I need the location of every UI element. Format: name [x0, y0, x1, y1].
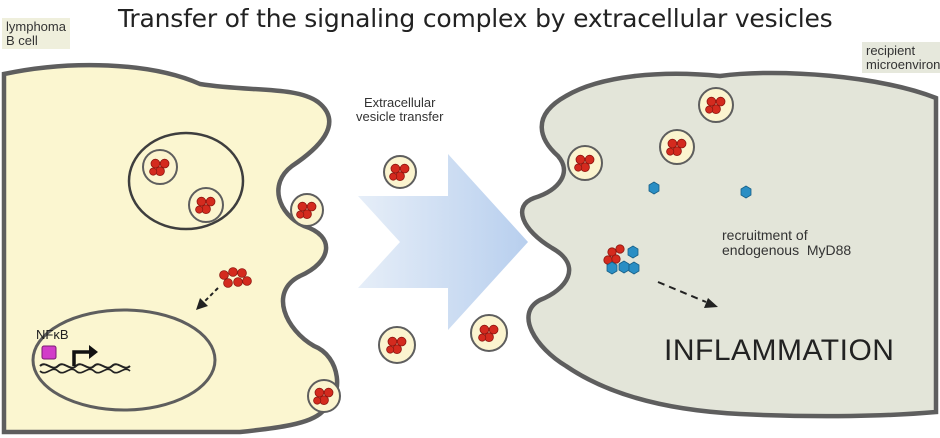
myd88-to-inflammation-arrowhead — [704, 298, 718, 308]
recipient-cell-label: recipientmicroenvironment — [862, 42, 940, 74]
vesicle-icon — [383, 155, 417, 189]
signaling-complex-icon — [219, 267, 252, 288]
transfer-arrow — [358, 154, 528, 330]
myd88-icon — [648, 181, 752, 199]
vesicle-icon — [659, 129, 695, 165]
vesicle-icon — [567, 145, 603, 181]
vesicle-icon — [307, 379, 341, 413]
transcription-arrow-icon — [72, 350, 90, 366]
nfkb-protein-icon — [41, 345, 57, 360]
inflammation-label: INFLAMMATION — [664, 334, 895, 367]
recipient-cell — [519, 70, 939, 419]
vesicle-icon — [290, 193, 324, 227]
vesicle-icon — [378, 326, 416, 364]
vesicle-icon — [698, 87, 734, 123]
dna-icon — [39, 363, 131, 369]
myd88-icon — [606, 245, 640, 275]
vesicle-icon — [142, 149, 178, 185]
vesicles — [142, 87, 734, 413]
dna-icon-strand-2 — [39, 368, 131, 374]
complex-to-nucleus-arrowhead — [196, 298, 208, 310]
vesicle-icon — [188, 187, 224, 223]
transcription-arrow-head — [89, 345, 98, 359]
nfkb-label: NFκB — [36, 327, 69, 342]
vesicle-icon — [470, 314, 508, 352]
complex-to-nucleus-arrow — [202, 287, 219, 304]
signaling-complex-icon — [603, 244, 625, 265]
nucleus — [31, 308, 217, 412]
diagram-title: Transfer of the signaling complex by ext… — [118, 4, 833, 33]
myd88-to-inflammation-arrow — [657, 281, 707, 303]
endosome — [127, 131, 245, 231]
